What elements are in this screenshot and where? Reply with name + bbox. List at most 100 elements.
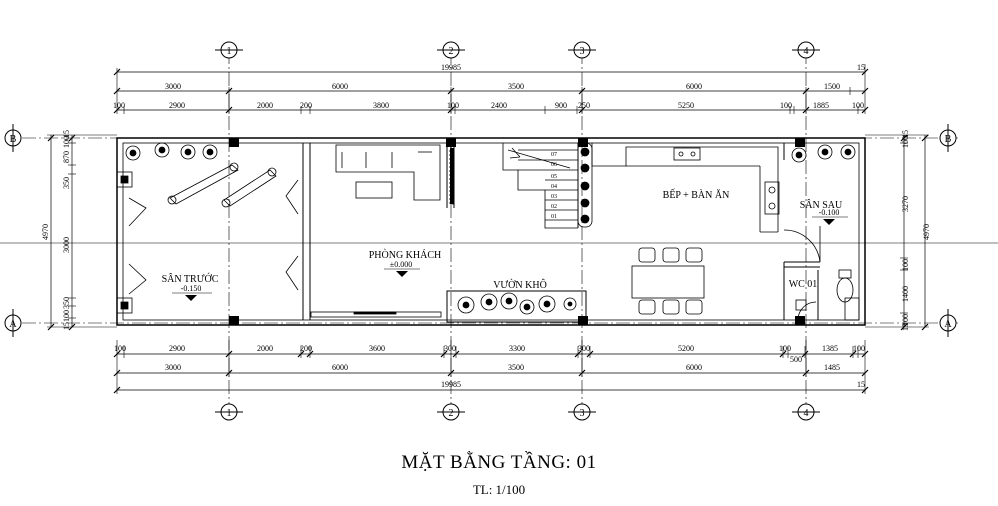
- dim-top-axis-0: 3000: [165, 82, 181, 91]
- door-swing-icon: [783, 229, 821, 263]
- dim-left-axis: 3000: [62, 237, 71, 253]
- axis-bubble-1-bottom: [215, 403, 243, 421]
- dim-top-detail-9: 5250: [678, 101, 694, 110]
- living-room-label: PHÒNG KHÁCH: [369, 249, 442, 261]
- front-yard: [116, 142, 299, 314]
- level-markers: [185, 219, 835, 301]
- dim-top-detail-0: 100: [113, 101, 125, 110]
- side-dimension-lines: [47, 134, 929, 331]
- dim-top-axis-1: 6000: [332, 82, 348, 91]
- dim-top-detail-8: 250: [578, 101, 590, 110]
- axis-label-A-left: A: [9, 319, 17, 330]
- back-yard: [783, 144, 856, 263]
- axis-bubble-B-right: [939, 124, 957, 152]
- axis-bubble-1-top: [215, 41, 243, 59]
- dim-bottom-detail-7: 300: [578, 344, 590, 353]
- dim-right-detail-3: 100: [901, 259, 910, 271]
- sink-icon: [673, 147, 701, 161]
- dim-bottom-detail-5: 300: [444, 344, 456, 353]
- axis-bubbles: [4, 41, 957, 421]
- stair-step-05: 05: [551, 174, 557, 180]
- dim-top-detail-1: 2900: [169, 101, 185, 110]
- axis-label-1-bottom: 1: [227, 408, 232, 419]
- front-yard-label: SÂN TRƯỚC: [162, 273, 219, 285]
- door-swing-icon: [797, 301, 817, 321]
- dim-top-detail-11: 1885: [813, 101, 829, 110]
- stair-direction-arrow-icon: [509, 147, 521, 159]
- dim-bottom-detail-3: 200: [300, 344, 312, 353]
- stair-step-03: 03: [551, 194, 557, 200]
- dim-bottom-detail-6: 3300: [509, 344, 525, 353]
- dim-top-axis-4: 1500: [824, 82, 840, 91]
- dim-right-detail-5: 100: [901, 314, 910, 326]
- dim-bottom-axis-1: 6000: [332, 363, 348, 372]
- dim-top-axis-3: 6000: [686, 82, 702, 91]
- plant-icon: [791, 144, 856, 163]
- axis-bubble-4-top: [792, 41, 820, 59]
- dim-left-detail-4: 350: [62, 297, 71, 309]
- planter-box-icon: [116, 171, 133, 314]
- stair-step-01: 01: [551, 214, 557, 220]
- kitchen: [591, 143, 780, 315]
- stove-icon: [764, 181, 780, 215]
- axis-bubble-2-top: [437, 41, 465, 59]
- dim-left-total: 4970: [41, 224, 50, 240]
- axis-bubble-A-left: [4, 309, 22, 337]
- axis-label-B-right: B: [945, 134, 952, 145]
- drain-icon: [795, 299, 807, 311]
- columns: [229, 138, 805, 325]
- dim-top-detail-4: 3800: [373, 101, 389, 110]
- dim-left-detail-3: 350: [62, 177, 71, 189]
- dry-garden-label: VƯỜN KHÔ: [493, 279, 547, 291]
- plant-icon: [457, 292, 577, 315]
- dim-left-detail-2: 870: [62, 151, 71, 163]
- kitchen-label: BẾP + BÀN ĂN: [663, 188, 730, 201]
- axis-label-A-right: A: [944, 319, 952, 330]
- axis-label-1-top: 1: [227, 46, 232, 57]
- dining-table-icon: [631, 247, 705, 315]
- dim-top-detail-12: 100: [852, 101, 864, 110]
- drawing-scale: TL: 1/100: [472, 482, 526, 497]
- dim-bottom-axis-0: 3000: [165, 363, 181, 372]
- dim-bottom-detail-10: 500: [790, 355, 802, 364]
- shelf-icon: [449, 147, 455, 205]
- dim-bottom-detail-8: 5200: [678, 344, 694, 353]
- axis-bubble-B-left: [4, 124, 22, 152]
- axis-bubble-4-bottom: [792, 403, 820, 421]
- wc: [795, 269, 860, 321]
- dim-bottom-total: 19985: [441, 380, 461, 389]
- gate-icon: [128, 179, 299, 295]
- dim-left-detail-1: 100: [62, 136, 71, 148]
- front-yard-level: -0.150: [181, 284, 202, 293]
- kitchen-counter-icon: [591, 143, 779, 232]
- dim-bottom-detail-12: 100: [853, 344, 865, 353]
- sofa-icon: [335, 144, 441, 201]
- dim-left-detail-5: 100: [62, 310, 71, 322]
- back-yard-level: -0.100: [819, 208, 840, 217]
- axis-label-4-bottom: 4: [804, 408, 809, 419]
- basin-icon: [844, 297, 860, 321]
- axis-bubble-A-right: [939, 309, 957, 337]
- dim-right-detail-4: 1400: [901, 286, 910, 302]
- dim-bottom-detail-9: 100: [779, 344, 791, 353]
- dim-bottom-overall-extra: 15: [857, 380, 865, 389]
- motorbike-icon: [167, 162, 277, 208]
- axis-label-3-top: 3: [580, 46, 585, 57]
- axis-bubble-2-bottom: [437, 403, 465, 421]
- dim-top-detail-10: 100: [780, 101, 792, 110]
- dim-bottom-axis-2: 3500: [508, 363, 524, 372]
- top-dimension-lines: [113, 64, 869, 114]
- dim-bottom-detail-4: 3600: [369, 344, 385, 353]
- dim-top-axis-2: 3500: [508, 82, 524, 91]
- stair-step-07: 07: [551, 152, 557, 158]
- plant-icon: [125, 142, 218, 161]
- dim-top-detail-3: 200: [300, 101, 312, 110]
- dim-right-detail-6: 15: [901, 323, 910, 331]
- back-yard-label: SÂN SAU: [800, 199, 843, 211]
- dim-bottom-detail-11: 1385: [822, 344, 838, 353]
- coffee-table-icon: [355, 181, 393, 199]
- dim-top-detail-2: 2000: [257, 101, 273, 110]
- dim-bottom-axis-4: 1485: [824, 363, 840, 372]
- stair-post-icon: [577, 142, 593, 228]
